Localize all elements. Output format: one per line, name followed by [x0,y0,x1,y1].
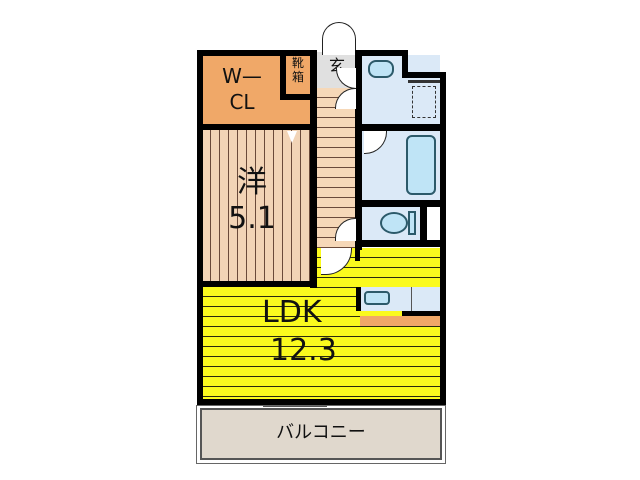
wall-notch-inner [408,80,440,83]
toilet-bowl-icon [380,212,408,234]
toilet-side-storage [427,207,440,240]
entrance-door[interactable] [322,22,356,55]
wall-outer-top-left [197,50,317,56]
wall-shoebox-bottom [280,94,310,100]
ldk-label: LDK 12.3 [262,298,362,366]
kitchen-counter [360,316,440,326]
wall-kitchen-counter [402,311,442,316]
wall-hall-ldk-stub [355,247,360,261]
washing-machine-space-icon [412,86,436,118]
wall-kitchen-left [356,287,361,311]
wall-wcl-bottom [197,124,317,130]
western-room-area [202,130,310,282]
ldk-name: LDK [262,295,322,330]
balcony-outer-frame [196,405,446,464]
ldk-size: 12.3 [270,333,337,368]
wall-bath-toilet [355,200,446,207]
kitchen-divider [411,287,412,311]
wall-hallway-right [355,50,362,250]
western-room-name: 洋 [237,165,267,200]
wcl-line1: W— [222,64,262,88]
closet-door-marker [287,131,297,143]
wall-notch-vertical [402,50,408,78]
balcony-area [200,408,442,460]
balcony-label: バルコニー [276,422,366,443]
wall-toilet-storage [420,207,427,240]
walk-in-closet-label: W— CL [212,66,272,112]
wall-western-bottom [197,281,317,287]
wall-outer-right [440,72,446,406]
kitchen-sink-icon [364,291,390,305]
washbasin-icon [368,60,394,78]
wall-shoebox-left [280,50,286,96]
toilet-tank-icon [408,211,416,235]
shoe-box-area [286,55,310,95]
wall-wash-bath [355,124,446,131]
western-room-size: 5.1 [228,201,276,236]
wall-ldk-bottom [197,399,446,406]
shoe-line2: 箱 [291,70,304,84]
wall-notch-top [402,72,446,78]
shoe-box-label: 靴 箱 [287,57,309,83]
bathtub-icon [406,135,436,195]
shoe-line1: 靴 [291,56,304,70]
wcl-line2: CL [229,90,255,114]
wall-outer-top-right [355,50,407,56]
wall-toilet-ldk [355,240,446,247]
western-room-label: 洋 5.1 [222,168,282,234]
wall-outer-left [197,50,203,406]
wall-hallway-left [310,50,317,288]
